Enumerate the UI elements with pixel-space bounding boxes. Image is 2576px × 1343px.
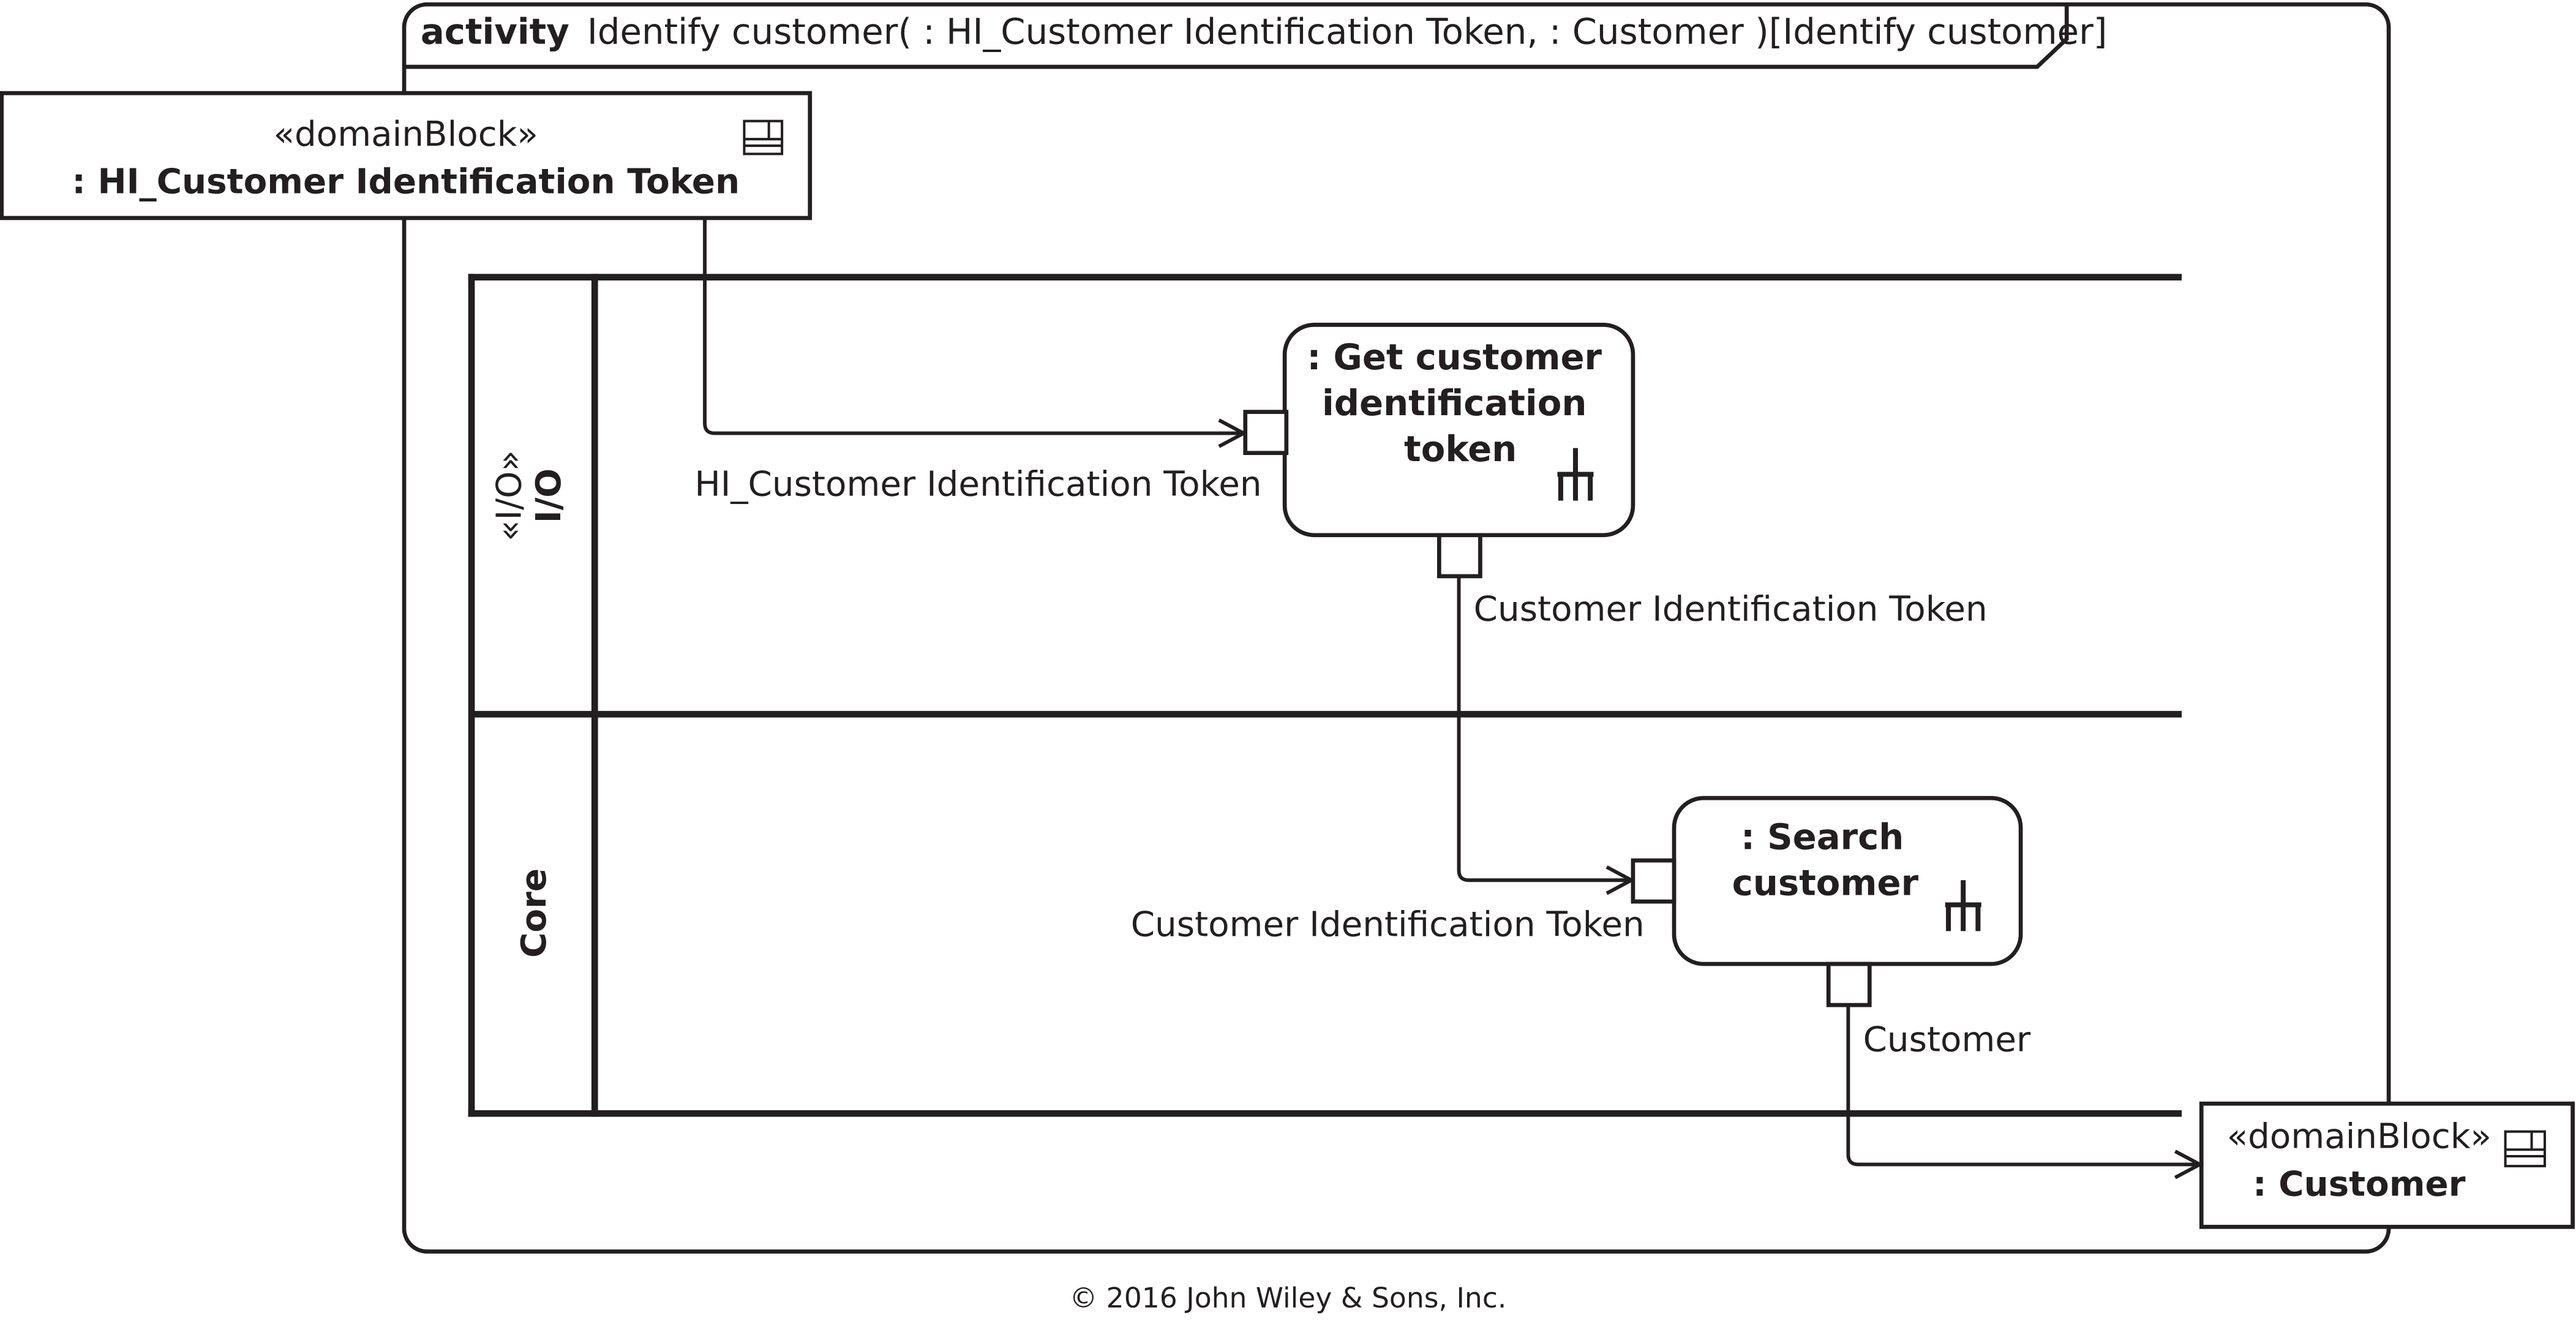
block-icon bbox=[2504, 1130, 2547, 1168]
action-2-line-1: : Search bbox=[1741, 816, 1904, 857]
frame-header: activity Identify customer( : HI_Custome… bbox=[421, 11, 2107, 53]
copyright-notice: © 2016 John Wiley & Sons, Inc. bbox=[1070, 1282, 1507, 1314]
action-1-line-3: token bbox=[1404, 428, 1517, 470]
action-1-title: : Get customer identification token bbox=[1307, 336, 1614, 470]
action-2-input-pin[interactable] bbox=[1631, 858, 1677, 904]
action-1-line-1: : Get customer bbox=[1307, 336, 1602, 378]
action-1-input-pin[interactable] bbox=[1243, 410, 1289, 456]
flow-input-to-action-1 bbox=[703, 217, 1242, 435]
action-search-customer[interactable]: : Search customer bbox=[1672, 796, 2023, 966]
action-2-input-pin-label: Customer Identification Token bbox=[1131, 905, 1645, 944]
frame-header-tab bbox=[404, 4, 2069, 69]
action-1-line-2: identification bbox=[1322, 382, 1587, 424]
output-block-stereotype: «domainBlock» bbox=[2227, 1117, 2492, 1157]
activity-frame bbox=[402, 2, 2391, 1254]
input-block-name: : HI_Customer Identification Token bbox=[72, 162, 740, 202]
input-parameter-node[interactable]: «domainBlock» : HI_Customer Identificati… bbox=[0, 91, 813, 220]
partition-io-header: «I/O» I/O bbox=[490, 450, 569, 541]
action-2-title: : Search customer bbox=[1732, 816, 1919, 903]
action-1-output-pin[interactable] bbox=[1436, 533, 1482, 579]
output-block-name: : Customer bbox=[2253, 1164, 2466, 1204]
action-2-output-pin-label: Customer bbox=[1863, 1020, 2031, 1059]
call-behavior-icon bbox=[1557, 448, 1594, 501]
arrowhead bbox=[1218, 418, 1248, 448]
object-flows bbox=[703, 217, 2204, 1179]
input-block-stereotype: «domainBlock» bbox=[274, 115, 538, 154]
action-1-output-pin-label: Customer Identification Token bbox=[1474, 589, 1988, 629]
partition-core-name: Core bbox=[514, 868, 554, 958]
flow-action-2-to-output bbox=[1846, 1005, 2198, 1167]
action-2-output-pin[interactable] bbox=[1826, 961, 1872, 1007]
flow-action-1-to-action-2 bbox=[1457, 576, 1630, 882]
action-1-input-pin-label: HI_Customer Identification Token bbox=[694, 464, 1261, 504]
partition-io-stereotype: «I/O» bbox=[490, 450, 530, 541]
block-icon bbox=[743, 119, 784, 156]
arrowhead bbox=[2174, 1149, 2204, 1179]
arrowhead bbox=[1605, 865, 1635, 895]
frame-signature: Identify customer( : HI_Customer Identif… bbox=[587, 11, 2107, 53]
partition-core-header: Core bbox=[514, 868, 554, 958]
action-2-line-2: customer bbox=[1732, 862, 1919, 903]
swimlanes bbox=[468, 274, 2182, 1117]
output-parameter-node[interactable]: «domainBlock» : Customer bbox=[2199, 1101, 2575, 1229]
call-behavior-icon bbox=[1945, 880, 1981, 931]
action-get-customer-identification-token[interactable]: : Get customer identification token bbox=[1282, 323, 1635, 538]
partition-io-name: I/O bbox=[529, 468, 569, 523]
frame-keyword: activity bbox=[421, 11, 569, 53]
